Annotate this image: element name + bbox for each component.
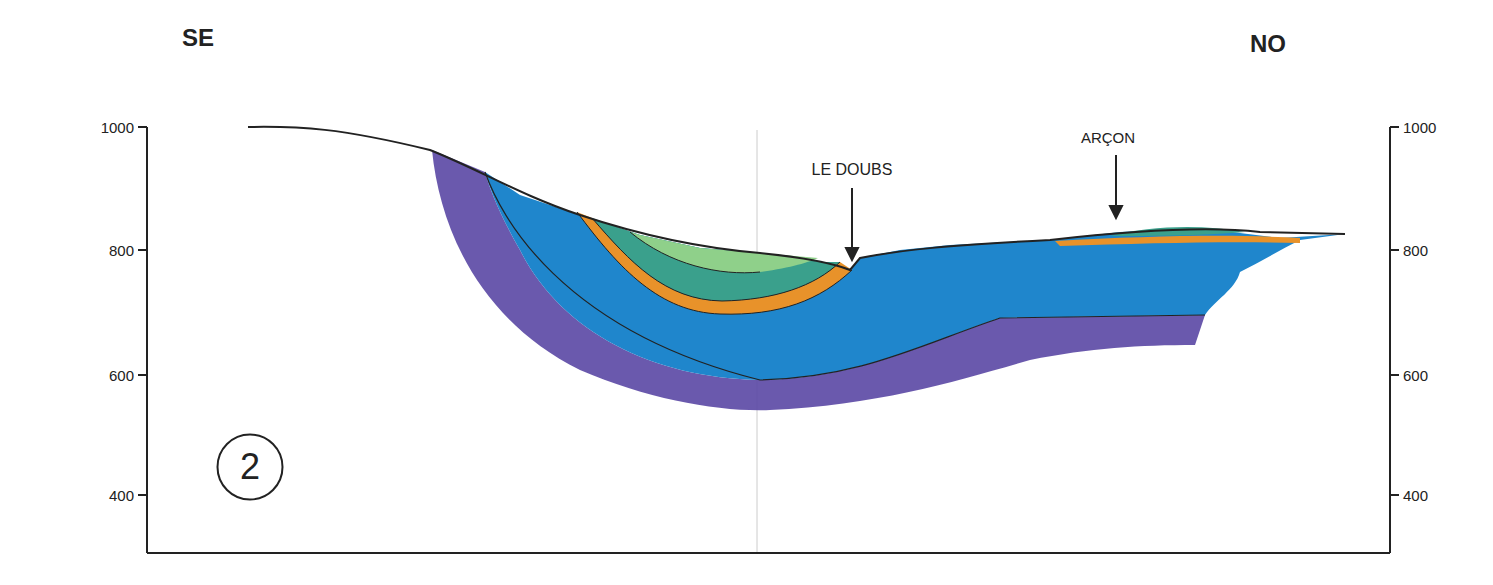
orange-layer [1055,236,1300,246]
axis-value: 800 [1403,243,1428,258]
direction-label: SE [182,26,214,50]
place-label: ARÇON [1081,130,1135,145]
axis-value: 1000 [1403,120,1436,135]
callout-circle: 2 [216,433,284,501]
direction-label: NO [1250,32,1286,56]
axis-value: 600 [109,368,134,383]
axis-value: 400 [109,488,134,503]
green-layer [630,232,818,273]
axis-value: 600 [1403,368,1428,383]
blue-layer [485,172,1345,380]
ground-surface [248,127,1345,270]
axes [138,127,1399,553]
axis-value: 400 [1403,488,1428,503]
callout-number: 2 [240,446,260,488]
layer-boundary [485,172,1205,380]
layer-boundary [577,212,852,314]
axis-value: 1000 [101,120,134,135]
axis-value: 800 [109,243,134,258]
place-label: LE DOUBS [812,162,893,178]
